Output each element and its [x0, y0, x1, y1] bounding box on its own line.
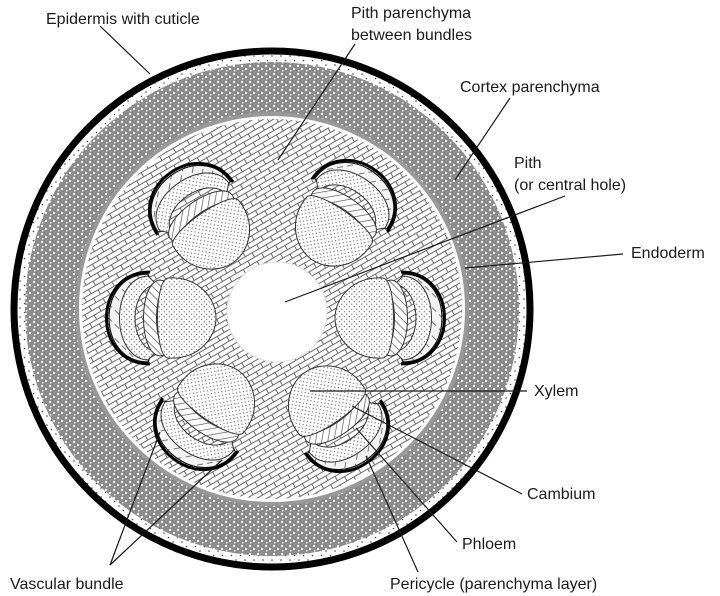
label-pith-between-2: between bundles: [351, 27, 472, 44]
label-xylem: Xylem: [534, 383, 578, 400]
stem-tissues: [14, 51, 530, 567]
label-pith-2: (or central hole): [514, 177, 626, 194]
central-pith-hole: [227, 262, 327, 362]
label-pericycle: Pericycle (parenchyma layer): [390, 576, 597, 593]
label-pith-between-1: Pith parenchyma: [351, 5, 471, 22]
label-phloem: Phloem: [462, 536, 516, 553]
label-epidermis: Epidermis with cuticle: [46, 11, 200, 28]
label-cortex: Cortex parenchyma: [460, 79, 600, 96]
label-cambium: Cambium: [527, 486, 595, 503]
label-pith-1: Pith: [514, 155, 542, 172]
leader-epidermis: [100, 26, 150, 74]
label-vascular-bundle: Vascular bundle: [10, 576, 124, 593]
label-endoderm: Endoderm: [631, 245, 705, 262]
